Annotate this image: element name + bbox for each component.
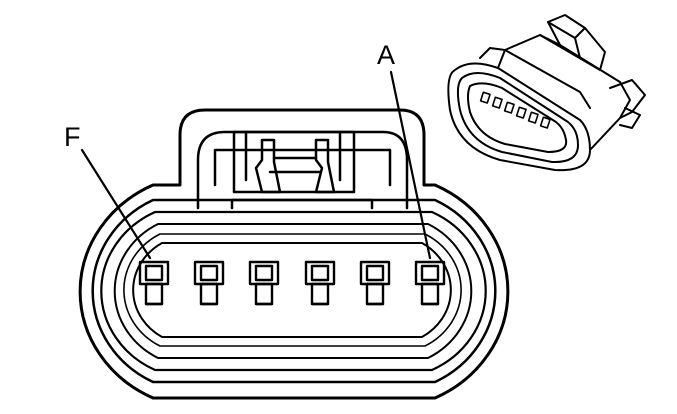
iso-front-face [447,62,591,172]
iso-pins [479,91,551,129]
terminal-cavity-f [138,260,170,306]
terminal-cavity-e [193,260,225,306]
terminal-cavity-b [359,260,391,306]
terminal-cavities [138,260,446,306]
seal-ring-3 [113,223,473,359]
housing-outline [78,108,510,400]
connector-isometric-view [447,14,646,172]
terminal-cavity-d [248,260,280,306]
leader-line-a [389,70,432,260]
pin-f-label: F [64,122,81,152]
pin-cavity-face [132,242,452,338]
leader-lines [80,70,432,260]
seal-ring-4 [123,233,462,347]
terminal-cavity-c [304,260,336,306]
seal-ring-1 [91,198,497,384]
leader-line-f [80,148,152,260]
connector-face [78,108,510,400]
latch [196,130,409,210]
pin-a-label: A [377,40,396,70]
seal-ring-2 [100,210,487,372]
terminal-cavity-a [414,260,446,306]
